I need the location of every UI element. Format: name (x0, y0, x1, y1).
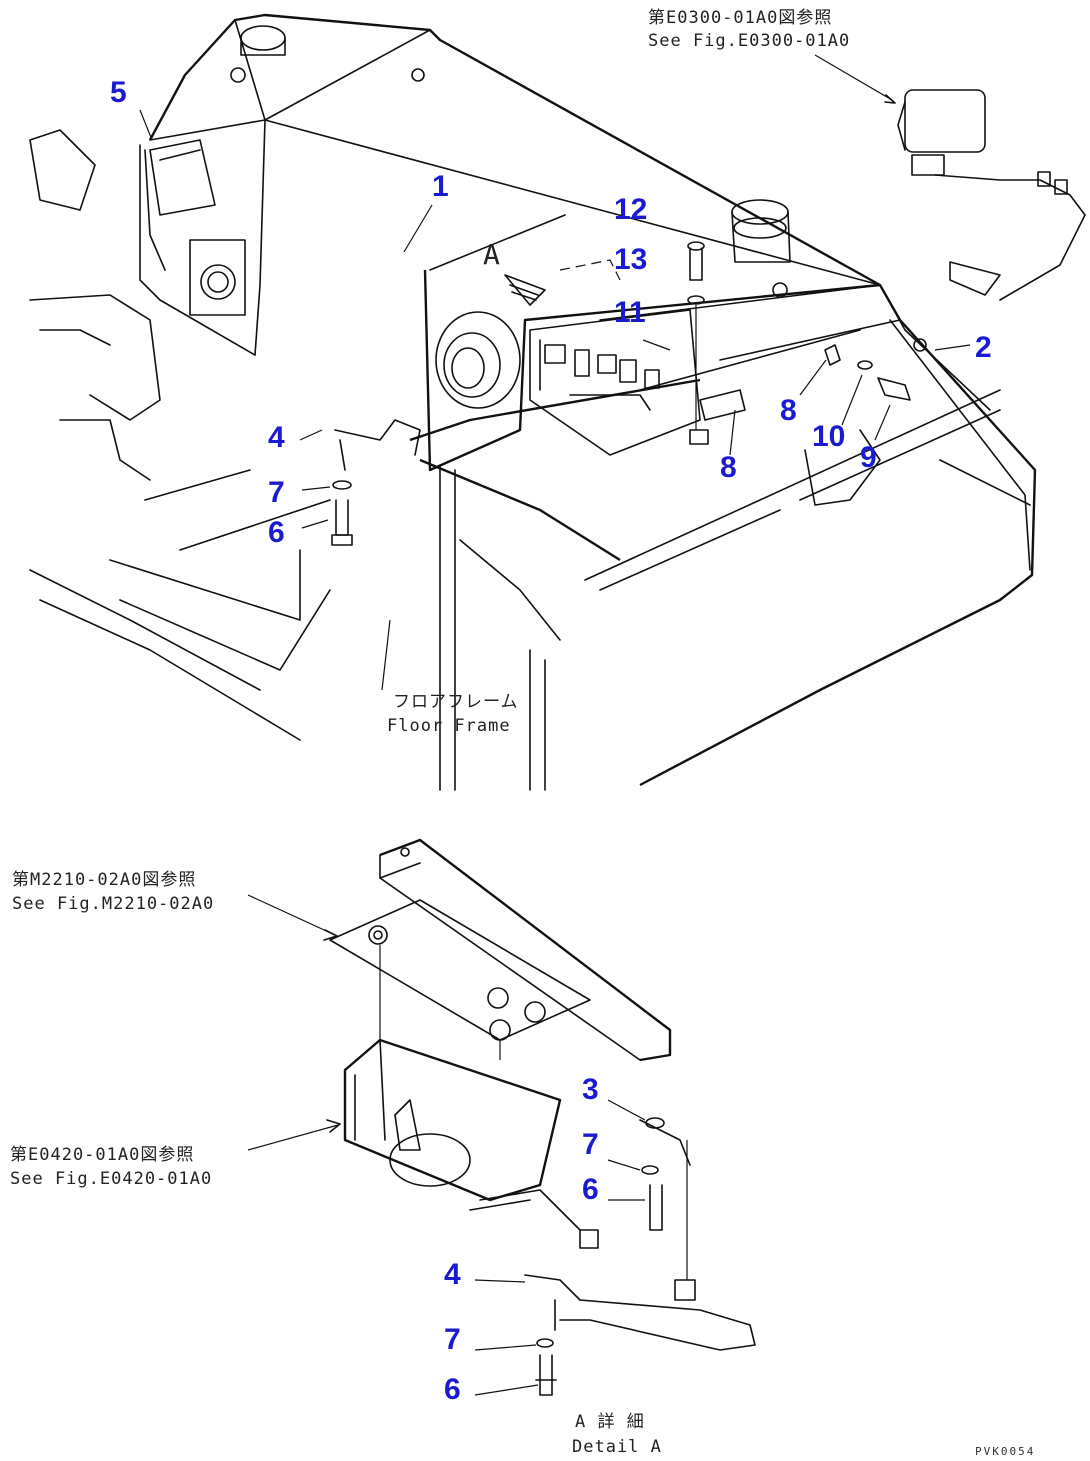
view-marker-a: A (483, 238, 501, 271)
callout-1: 1 (432, 170, 449, 203)
callout-6-upper: 6 (268, 516, 285, 549)
callout-7-lower: 7 (444, 1323, 461, 1356)
drawing-code: PVK0054 (975, 1445, 1036, 1458)
ref-note-low-en: See Fig.E0420-01A0 (10, 1169, 213, 1189)
callout-11: 11 (614, 296, 646, 329)
callout-6-middle: 6 (582, 1173, 599, 1206)
callout-8-lower: 8 (720, 451, 737, 484)
ref-note-top-en: See Fig.E0300-01A0 (648, 31, 851, 51)
ref-note-low-jp: 第E0420-01A0図参照 (10, 1145, 195, 1165)
machine-body-drawing (29, 13, 1086, 791)
callout-4-upper: 4 (268, 421, 285, 454)
callout-10: 10 (812, 420, 846, 453)
detail-a-label-jp: A 詳 細 (575, 1412, 645, 1432)
ref-note-mid-en: See Fig.M2210-02A0 (12, 894, 215, 914)
callout-7-middle: 7 (582, 1128, 599, 1161)
callout-13: 13 (614, 243, 648, 276)
floor-frame-label-jp: フロアフレーム (393, 692, 519, 712)
floor-frame-label-en: Floor Frame (387, 716, 511, 736)
callout-2: 2 (975, 331, 992, 364)
callout-8-upper: 8 (780, 394, 797, 427)
callout-9: 9 (860, 441, 877, 474)
callout-7-upper: 7 (268, 476, 285, 509)
callout-4-lower: 4 (444, 1258, 461, 1291)
ref-note-mid-jp: 第M2210-02A0図参照 (12, 870, 197, 890)
detail-a-drawing (247, 838, 756, 1396)
callout-12: 12 (614, 193, 648, 226)
callout-3: 3 (582, 1073, 599, 1106)
detail-a-label-en: Detail A (572, 1437, 662, 1457)
callout-6-lower: 6 (444, 1373, 461, 1406)
ref-note-top-jp: 第E0300-01A0図参照 (648, 8, 833, 28)
callout-5: 5 (110, 76, 127, 109)
